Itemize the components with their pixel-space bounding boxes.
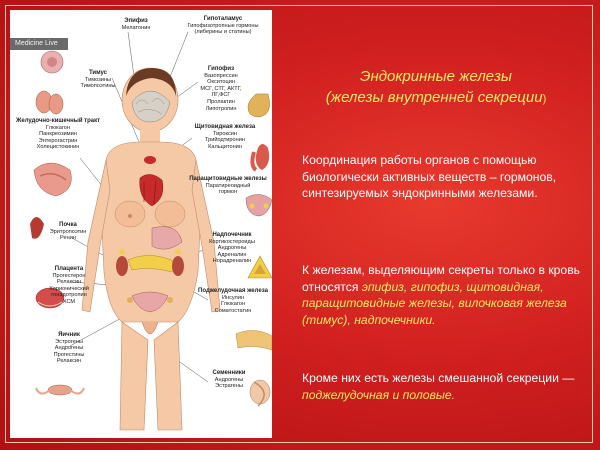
gland-title: Яичник — [58, 332, 80, 338]
gland-title: Желудочно-кишечный тракт — [15, 118, 101, 124]
gland-label-testes: Семенники Андрогены Эстрагены — [204, 370, 254, 390]
hormone-name: Мелатонин — [121, 24, 151, 31]
gland-label-thyroid: Щитовидная железа Тироксин Трийодтиронин… — [190, 124, 260, 150]
hormone-name: Глюкагон — [46, 124, 70, 131]
hormone-name: Кальцитонин — [208, 143, 242, 150]
endocrine-diagram-panel: Medicine Live Эпифиз Мелатонин Гипоталам… — [10, 10, 272, 438]
hormone-name: Глюкагон — [221, 301, 245, 308]
hormone-name: Адреналин — [217, 251, 247, 258]
hormone-name: Гипофизотропные гормоны — [187, 22, 259, 29]
hormone-name: ХСМ — [62, 298, 76, 305]
paragraph-3-highlight: поджелудочная и половые. — [302, 387, 455, 402]
gland-title: Гипофиз — [207, 66, 235, 72]
paragraph-endocrine-list: К железам, выделяющим секреты только в к… — [302, 262, 582, 328]
hormone-name: Тироксин — [212, 130, 238, 137]
gland-label-kidney: Почка Эритропоэтин Ренин — [46, 222, 90, 242]
gland-title: Поджелудочная железа — [198, 288, 268, 294]
hormone-name: Эритропоэтин — [49, 228, 87, 235]
hormone-name: Окситоцин — [207, 79, 235, 86]
hormone-name: Андрогены — [214, 376, 244, 383]
gland-label-thymus: Тимус Тимозины Тимопоэтины — [76, 70, 120, 90]
gland-label-hypothalamus: Гипоталамус Гипофизотропные гормоны (либ… — [180, 16, 266, 36]
gland-title: Эпифиз — [124, 18, 148, 24]
gland-label-gi-tract: Желудочно-кишечный тракт Глюкагон Панкре… — [12, 118, 104, 151]
hormone-name: Энтерогастрин — [38, 137, 78, 144]
hormone-name: Андрогены — [54, 345, 84, 352]
hormone-name: гонадотропин — [51, 292, 87, 299]
gland-label-pituitary: Гипофиз Вазопрессин Окситоцин МСГ, СТГ, … — [196, 66, 246, 112]
watermark-label: Medicine Live — [10, 38, 68, 50]
gland-label-adrenal: Надпочечник Кортикостероиды Андрогены Ад… — [202, 232, 262, 265]
gland-label-ovary: Яичник Эстрогены Андрогены Прогестины Ре… — [46, 332, 92, 365]
hormone-name: Андрогены — [217, 245, 247, 252]
hormone-name: Норадреналин — [212, 258, 252, 265]
hormone-name: Тимопоэтины — [80, 83, 116, 90]
hormone-name: Релаксин — [56, 358, 82, 365]
gland-title: Тимус — [88, 70, 107, 76]
title-close-paren: ) — [542, 93, 547, 105]
hormone-name: Ренин — [60, 235, 76, 242]
hormone-name: Трийодтиронин — [205, 137, 245, 144]
hormone-name: ЛГ,ФСГ — [211, 92, 231, 99]
gland-title: Надпочечник — [212, 232, 252, 238]
hormone-name: Прогестины — [53, 351, 85, 358]
human-body-figure — [81, 67, 221, 431]
title-line-2: (железы внутренней секреции) — [288, 87, 584, 110]
hormone-name: Паратиреоидный — [205, 182, 251, 189]
organ-thumbnails — [30, 50, 272, 407]
paragraph-2-highlight: эпифиз, гипофиз, щитовидная, паращитовид… — [302, 279, 567, 327]
hormone-name: Вазопрессин — [204, 72, 238, 79]
gland-title: Плацента — [54, 266, 84, 272]
gland-label-parathyroid: Паращитовидные железы Паратиреоидный гор… — [186, 176, 270, 196]
hormone-name: гормон — [218, 189, 238, 196]
paragraph-3-prefix: Кроме них есть железы смешанной секреции… — [302, 371, 575, 385]
gland-title: Семенники — [212, 370, 246, 376]
hormone-name: Липотропин — [205, 105, 237, 112]
paragraph-definition: Координация работы органов с помощью био… — [302, 153, 557, 200]
endocrine-diagram-illustration — [30, 31, 272, 431]
hormone-name: Холецистокинин — [36, 144, 80, 151]
hormone-name: Эстрогены — [55, 338, 83, 345]
slide-title: Эндокринные железы (железы внутренней се… — [288, 66, 584, 110]
gland-title: Почка — [59, 222, 77, 228]
gland-label-pancreas: Поджелудочная железа Инсулин Глюкагон Со… — [194, 288, 272, 314]
hormone-name: Прогестерон — [52, 272, 86, 279]
hormone-name: МСГ, СТГ, АКТГ, — [200, 85, 242, 92]
hormone-name: Соматостатин — [214, 307, 252, 314]
paragraph-mixed-secretion: Кроме них есть железы смешанной секреции… — [302, 370, 582, 403]
hormone-name: (либерины и статины) — [194, 29, 252, 36]
hormone-name: Релаксин — [56, 279, 82, 286]
gland-title: Гипоталамус — [203, 16, 243, 22]
gland-title: Паращитовидные железы — [189, 176, 267, 182]
internal-organs — [116, 156, 184, 335]
hormone-name: Пролактин — [207, 98, 235, 105]
hormone-name: Хорионический — [49, 285, 89, 292]
hormone-name: Панкреозимин — [39, 131, 77, 138]
title-line-1: Эндокринные железы — [360, 68, 512, 85]
hormone-name: Кортикостероиды — [209, 238, 255, 245]
hormone-name: Эстрагены — [215, 383, 243, 390]
title-line-2-text: (железы внутренней секреции — [325, 89, 543, 106]
hormone-name: Тимозины — [85, 76, 111, 83]
hormone-name: Инсулин — [221, 294, 245, 301]
gland-label-epiphysis: Эпифиз Мелатонин — [116, 18, 156, 31]
gland-title: Щитовидная железа — [194, 124, 256, 130]
gland-label-placenta: Плацента Прогестерон Релаксин Хорионичес… — [42, 266, 96, 306]
paragraph-2-prefix: К железам, выделяющим секреты только в к… — [302, 263, 581, 294]
